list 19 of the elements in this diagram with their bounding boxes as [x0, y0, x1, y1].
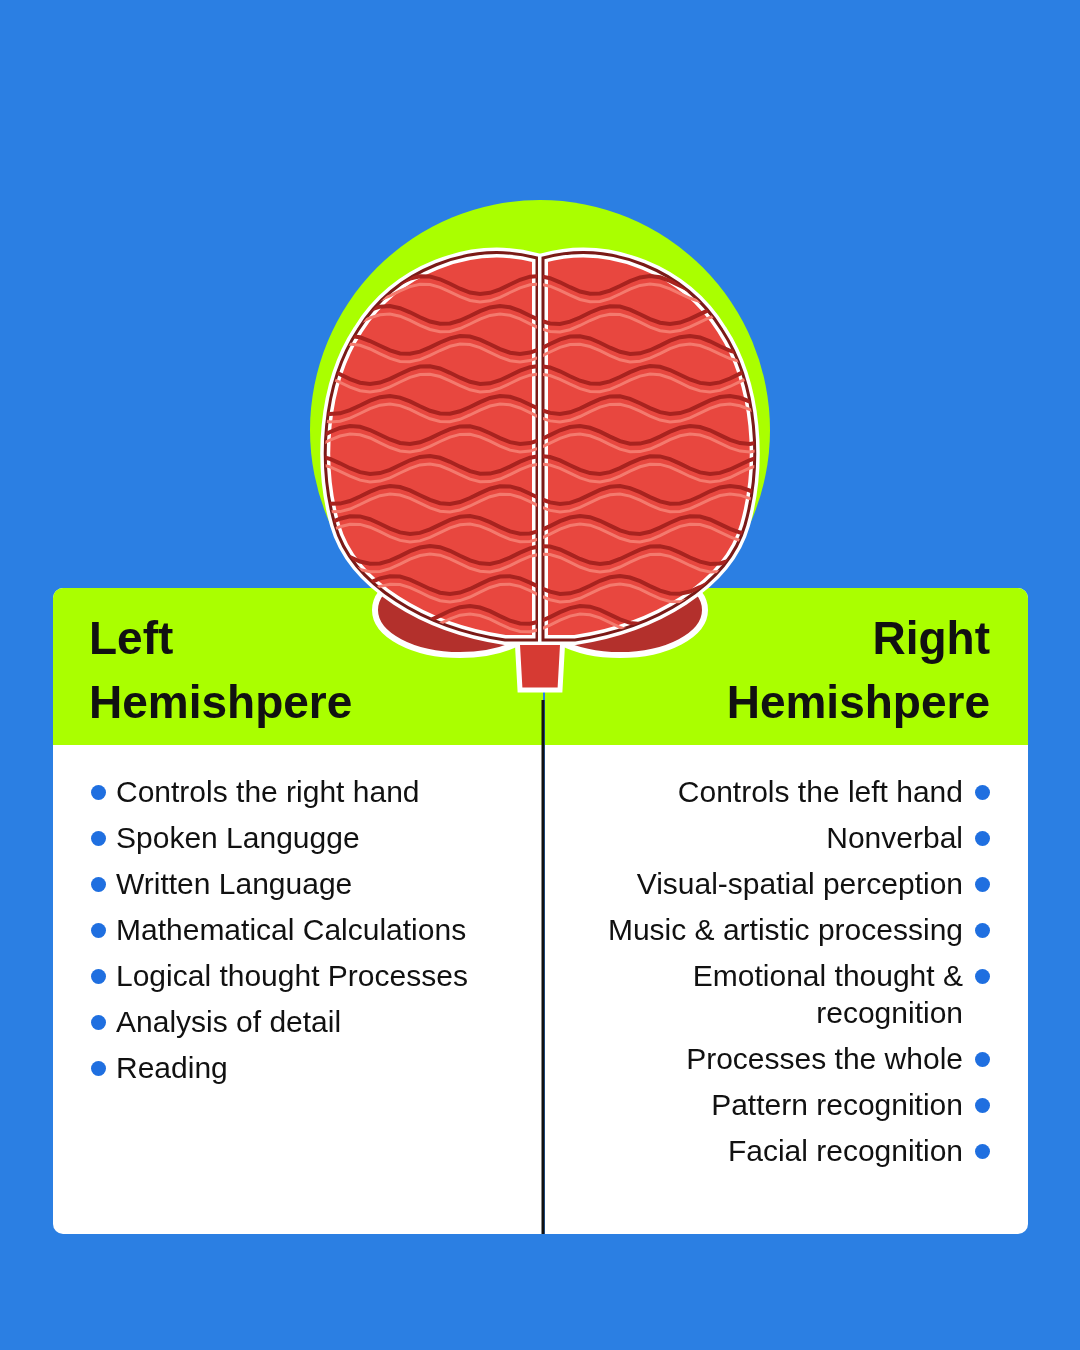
- list-item: Nonverbal: [826, 820, 963, 856]
- list-item: Facial recognition: [727, 1133, 963, 1169]
- list-item: Processes the whole: [686, 1041, 963, 1077]
- list-item: Logical thought Processes: [116, 958, 468, 994]
- list-item: Controls the right hand: [116, 774, 420, 810]
- list-item: Controls the left hand: [677, 774, 963, 810]
- list-item: Visual-spatial perception: [636, 866, 963, 902]
- list-item: Emotional thought & recognition: [691, 958, 963, 1031]
- list-item: Music & artistic processing: [607, 912, 963, 948]
- list-item: Spoken Langugge: [116, 820, 360, 856]
- list-item: Written Language: [116, 866, 353, 902]
- list-item: Analysis of detail: [116, 1004, 342, 1040]
- panel-heading: Right Hemishpere: [725, 611, 990, 730]
- list-item: Reading: [116, 1050, 228, 1086]
- list-item: Mathematical Calculations: [116, 912, 467, 948]
- list-item: Pattern recognition: [711, 1087, 963, 1123]
- hemisphere-panel: [53, 588, 543, 1234]
- panel-heading: Left Hemishpere: [89, 611, 354, 730]
- hemisphere-panel: [545, 588, 1028, 1234]
